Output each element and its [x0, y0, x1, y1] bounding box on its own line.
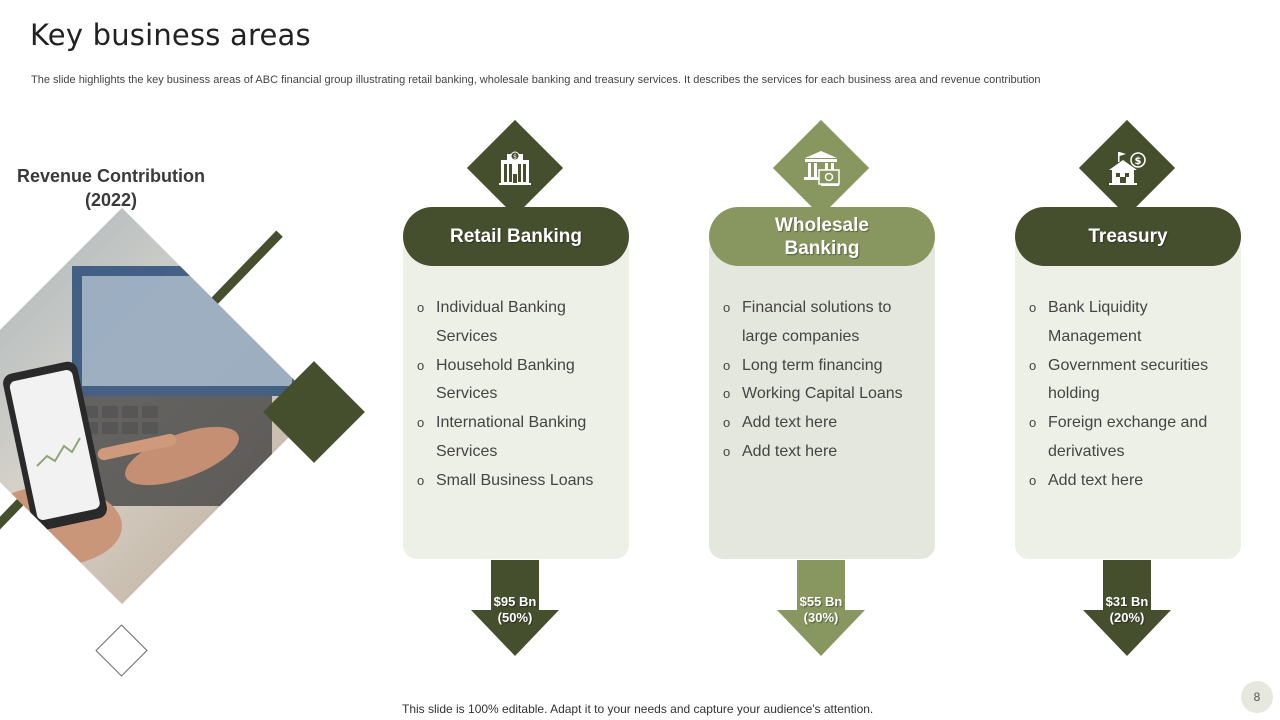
house-dollar-icon: $	[1093, 134, 1161, 202]
services-card	[1015, 236, 1241, 559]
revenue-heading: Revenue Contribution (2022)	[17, 166, 205, 210]
revenue-amount: $31 Bn	[1105, 594, 1149, 609]
bullet-marker: o	[1029, 357, 1037, 373]
bullet-marker: o	[1029, 415, 1037, 431]
revenue-share: (20%)	[1109, 610, 1145, 625]
header-treasury: Treasury	[1015, 207, 1241, 266]
bullet-marker: o	[417, 472, 425, 488]
svg-text:$: $	[513, 154, 517, 161]
bullet-marker: o	[723, 386, 731, 402]
bullet-marker: o	[1029, 300, 1037, 315]
slide-subtitle: The slide highlights the key business ar…	[31, 74, 1041, 86]
bullet-marker: o	[417, 300, 425, 315]
bullet-marker: o	[417, 415, 425, 431]
decorative-diamond-outline	[95, 624, 148, 677]
services-card	[403, 236, 629, 559]
header-wholesale-banking: Wholesale Banking	[709, 207, 935, 266]
office-building-icon: $	[481, 134, 549, 202]
bullet-marker: o	[723, 443, 731, 459]
revenue-arrow: $95 Bn (50%)	[469, 560, 561, 658]
page-number: 8	[1241, 681, 1273, 713]
photo-area	[0, 0, 400, 720]
revenue-amount: $55 Bn	[799, 594, 843, 609]
revenue-arrow: $55 Bn (30%)	[775, 560, 867, 658]
revenue-share: (30%)	[803, 610, 839, 625]
bullet-marker: o	[723, 357, 731, 373]
services-card	[709, 236, 935, 559]
bullet-marker: o	[723, 300, 731, 315]
footer-note: This slide is 100% editable. Adapt it to…	[402, 702, 874, 716]
bullet-marker: o	[417, 357, 425, 373]
revenue-share: (50%)	[497, 610, 533, 625]
bullet-marker: o	[1029, 472, 1037, 488]
header-retail-banking: Retail Banking	[403, 207, 629, 266]
revenue-arrow: $31 Bn (20%)	[1081, 560, 1173, 658]
bullet-marker: o	[723, 415, 731, 431]
slide-title: Key business areas	[30, 18, 311, 52]
bank-with-money-icon	[787, 134, 855, 202]
svg-text:$: $	[1135, 156, 1142, 167]
revenue-amount: $95 Bn	[493, 594, 537, 609]
